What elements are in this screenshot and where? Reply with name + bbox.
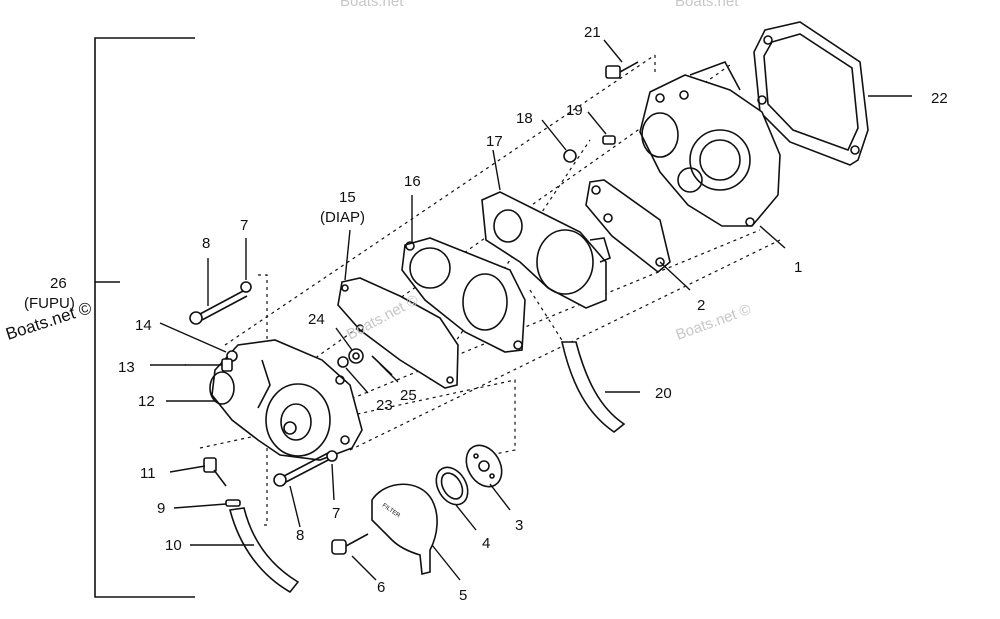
part-18-nut <box>563 149 577 163</box>
part-10-hose <box>228 507 300 594</box>
callout-8-bottom: 8 <box>296 527 304 544</box>
callout-23: 23 <box>376 397 393 414</box>
part-21-leader <box>603 39 623 63</box>
part-17-leader <box>492 149 501 191</box>
callout-14: 14 <box>135 317 152 334</box>
part-6-leader <box>351 555 377 581</box>
callout-19: 19 <box>566 102 583 119</box>
part-2-leader <box>659 261 691 291</box>
part-7-washer-bottom <box>326 450 338 462</box>
callout-6: 6 <box>377 579 385 596</box>
part-8-bolt-bottom <box>273 451 333 487</box>
callout-3: 3 <box>515 517 523 534</box>
part-11-leader <box>169 465 206 473</box>
callout-13: 13 <box>118 359 135 376</box>
part-11-fitting <box>203 457 227 487</box>
callout-21: 21 <box>584 24 601 41</box>
callout-5: 5 <box>459 587 467 604</box>
callout-2: 2 <box>697 297 705 314</box>
part-14-leader <box>159 322 227 353</box>
callout-22: 22 <box>931 90 948 107</box>
callout-18: 18 <box>516 110 533 127</box>
part-18-leader <box>541 119 567 151</box>
part-22-gasket <box>753 21 869 166</box>
callout-15: 15 <box>339 189 356 206</box>
part-7-washer-top <box>240 281 252 293</box>
part-17-pump-body <box>481 191 611 309</box>
callout-24: 24 <box>308 311 325 328</box>
callout-20: 20 <box>655 385 672 402</box>
callout-8-top: 8 <box>202 235 210 252</box>
part-23-washer <box>337 356 349 368</box>
part-5-filter-cover: FILTER <box>371 483 438 575</box>
part-3-leader <box>489 483 511 511</box>
part-5-leader <box>431 544 461 581</box>
part-24-leader <box>335 327 353 351</box>
callout-26-fupu: (FUPU) <box>24 295 75 312</box>
part-12-motor-body <box>209 339 363 461</box>
part-21-screw <box>605 61 639 79</box>
callout-7-bottom: 7 <box>332 505 340 522</box>
part-6-screw <box>331 533 369 555</box>
part-4-leader <box>455 504 477 531</box>
callout-10: 10 <box>165 537 182 554</box>
callout-12: 12 <box>138 393 155 410</box>
callout-26: 26 <box>50 275 67 292</box>
callout-17: 17 <box>486 133 503 150</box>
part-23-leader <box>345 367 369 394</box>
part-9-clamp <box>225 499 241 507</box>
watermark-top-right: Boats.net <box>675 0 739 10</box>
part-8-bolt-top <box>189 289 248 325</box>
part-4-gasket-ring <box>435 466 469 506</box>
callout-16: 16 <box>404 173 421 190</box>
part-1-pump-cover <box>639 61 781 227</box>
part-15-leader <box>344 229 351 281</box>
callout-15-diap: (DIAP) <box>320 209 365 226</box>
callout-11: 11 <box>140 465 156 482</box>
part-2-plate <box>585 179 671 274</box>
part-25-leader <box>379 363 399 383</box>
part-19-fitting <box>602 135 616 145</box>
part-9-leader <box>173 503 227 509</box>
callout-9: 9 <box>157 500 165 517</box>
part-24-o-ring <box>348 348 364 364</box>
callout-4: 4 <box>482 535 490 552</box>
part-13-screw <box>185 358 233 372</box>
assembly-bracket <box>94 37 195 598</box>
callout-7-top: 7 <box>240 217 248 234</box>
part-20-hose <box>560 341 626 433</box>
part-19-leader <box>587 111 607 135</box>
part-7-bottom-leader <box>331 463 335 501</box>
callout-1: 1 <box>794 259 802 276</box>
part-15-diaphragm <box>337 277 459 389</box>
part-1-leader <box>759 225 786 249</box>
watermark-top-left: Boats.net <box>340 0 404 10</box>
part-8-bottom-leader <box>289 485 301 528</box>
part-16-gasket <box>401 237 526 353</box>
part-3-screen <box>465 444 503 488</box>
watermark-right: Boats.net © <box>674 301 754 344</box>
callout-25: 25 <box>400 387 417 404</box>
